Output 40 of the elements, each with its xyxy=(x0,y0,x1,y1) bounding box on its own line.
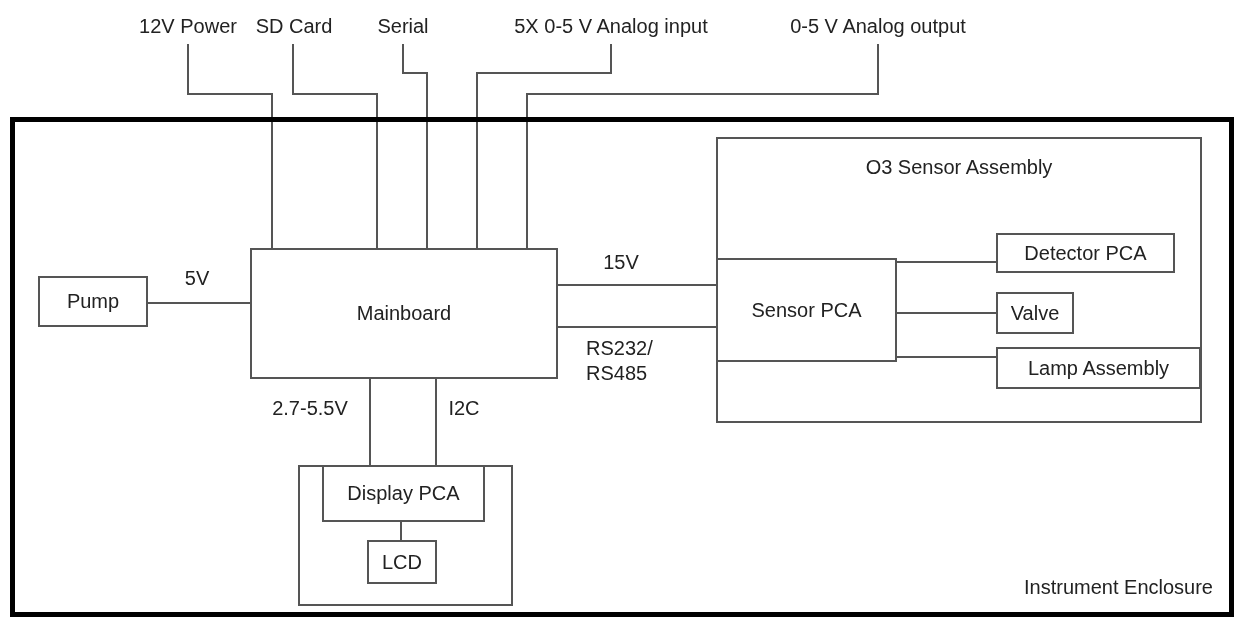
connector-line xyxy=(896,356,997,358)
node-label: Display PCA xyxy=(347,481,460,506)
assembly-box xyxy=(716,137,1202,423)
node-label: Mainboard xyxy=(356,301,452,326)
connector-line xyxy=(557,284,717,286)
connector-line xyxy=(896,261,997,263)
component-box xyxy=(996,292,1074,334)
component-box xyxy=(250,248,558,379)
node-label: Pump xyxy=(66,289,120,314)
connector-line xyxy=(187,43,273,249)
port-label: 0-5 V Analog output xyxy=(790,13,966,39)
enclosure-box xyxy=(10,117,1234,617)
display-module-box xyxy=(298,465,513,606)
connector-line xyxy=(896,312,997,314)
component-box xyxy=(38,276,148,327)
component-box xyxy=(322,465,485,522)
connector-line xyxy=(476,43,612,249)
connector-line xyxy=(435,378,437,466)
connector-line xyxy=(557,326,717,328)
node-label: Sensor PCA xyxy=(751,297,862,323)
port-label: SD Card xyxy=(255,13,333,39)
component-box xyxy=(996,347,1201,389)
port-label: Serial xyxy=(377,13,429,39)
node-label: O3 Sensor Assembly xyxy=(865,155,1053,180)
node-label: Lamp Assembly xyxy=(1027,355,1170,381)
component-box xyxy=(367,540,437,584)
port-label: 5X 0-5 V Analog input xyxy=(514,13,708,39)
port-label: 12V Power xyxy=(139,13,237,39)
node-label: Instrument Enclosure xyxy=(1024,575,1213,600)
component-box xyxy=(716,258,897,362)
connector-line xyxy=(369,378,371,466)
connector-line xyxy=(292,43,378,249)
connector-line xyxy=(147,302,251,304)
connector-line xyxy=(402,43,428,249)
node-label: Detector PCA xyxy=(1024,240,1147,266)
connector-line xyxy=(526,43,879,249)
node-label: LCD xyxy=(382,549,422,575)
connector-line xyxy=(400,521,402,541)
component-box xyxy=(996,233,1175,273)
node-label: Valve xyxy=(1010,300,1060,326)
